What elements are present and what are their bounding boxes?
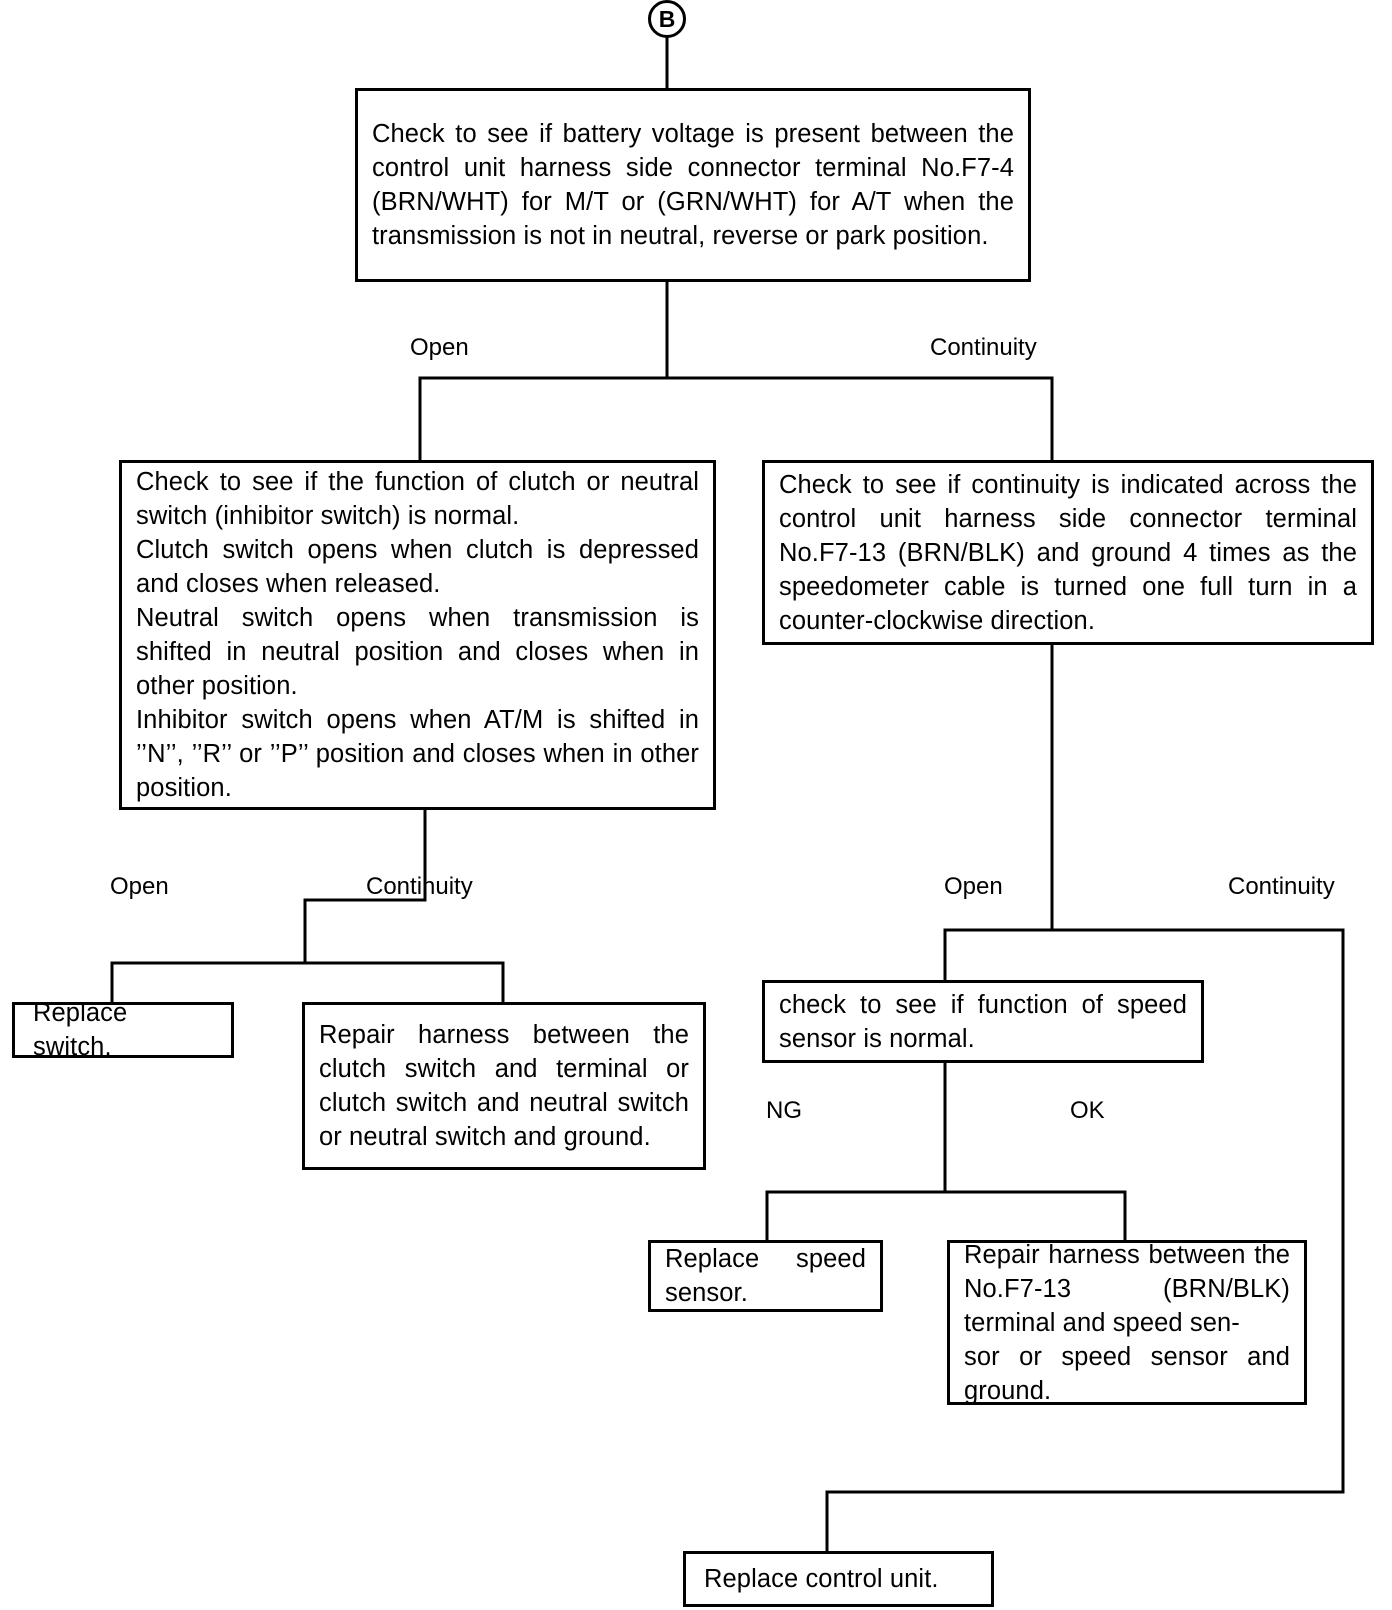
edge-label-f7-13-open: Open — [944, 873, 1003, 901]
node-check-clutch-neutral-switch-text: Check to see if the function of clutch o… — [136, 468, 699, 802]
edge-label-f7-13-continuity: Continuity — [1228, 873, 1335, 901]
node-replace-speed-sensor-text: Replace speed sensor. — [665, 1245, 866, 1307]
node-replace-switch: Replace switch. — [12, 999, 234, 1061]
edge-label-f7-13-continuity-text: Continuity — [1228, 873, 1335, 900]
edge-label-f7-13-open-text: Open — [944, 873, 1003, 900]
node-check-continuity-f7-13: Check to see if continuity is indicated … — [762, 460, 1374, 645]
node-replace-control-unit: Replace control unit. — [683, 1551, 994, 1607]
connector-b-terminal: B — [648, 0, 686, 38]
edge-label-battery-continuity: Continuity — [930, 334, 1037, 362]
node-replace-control-unit-text: Replace control unit. — [704, 1565, 939, 1593]
node-repair-harness-clutch: Repair harness between the clutch switch… — [302, 1002, 706, 1170]
edge-label-switch-continuity-text: Continuity — [366, 873, 473, 900]
node-check-battery-voltage-text: Check to see if battery voltage is prese… — [372, 120, 1014, 250]
node-check-clutch-neutral-switch: Check to see if the function of clutch o… — [119, 460, 716, 810]
node-check-continuity-f7-13-text: Check to see if continuity is indicated … — [779, 470, 1357, 635]
node-repair-harness-speed-sensor-text: Repair harness between the No.F7-13 (BRN… — [964, 1240, 1290, 1405]
edge-label-switch-continuity: Continuity — [366, 873, 473, 901]
edge-label-battery-open: Open — [410, 334, 469, 362]
edge-label-speed-sensor-ng: NG — [766, 1097, 802, 1125]
node-repair-harness-clutch-text: Repair harness between the clutch switch… — [319, 1021, 689, 1151]
node-check-speed-sensor: check to see if function of speed sensor… — [762, 980, 1204, 1063]
edge-label-battery-open-text: Open — [410, 334, 469, 361]
node-check-battery-voltage: Check to see if battery voltage is prese… — [355, 88, 1031, 282]
edge-label-speed-sensor-ok: OK — [1070, 1097, 1105, 1125]
edge-label-speed-sensor-ng-text: NG — [766, 1097, 802, 1124]
node-replace-switch-text: Replace switch. — [33, 999, 128, 1061]
edge-label-switch-open-text: Open — [110, 873, 169, 900]
node-repair-harness-speed-sensor: Repair harness between the No.F7-13 (BRN… — [947, 1240, 1307, 1405]
node-replace-speed-sensor: Replace speed sensor. — [648, 1240, 883, 1312]
edge-label-switch-open: Open — [110, 873, 169, 901]
node-check-speed-sensor-text: check to see if function of speed sensor… — [779, 990, 1187, 1053]
edge-label-battery-continuity-text: Continuity — [930, 334, 1037, 361]
edge-label-speed-sensor-ok-text: OK — [1070, 1097, 1105, 1124]
connector-b-label: B — [658, 5, 676, 32]
